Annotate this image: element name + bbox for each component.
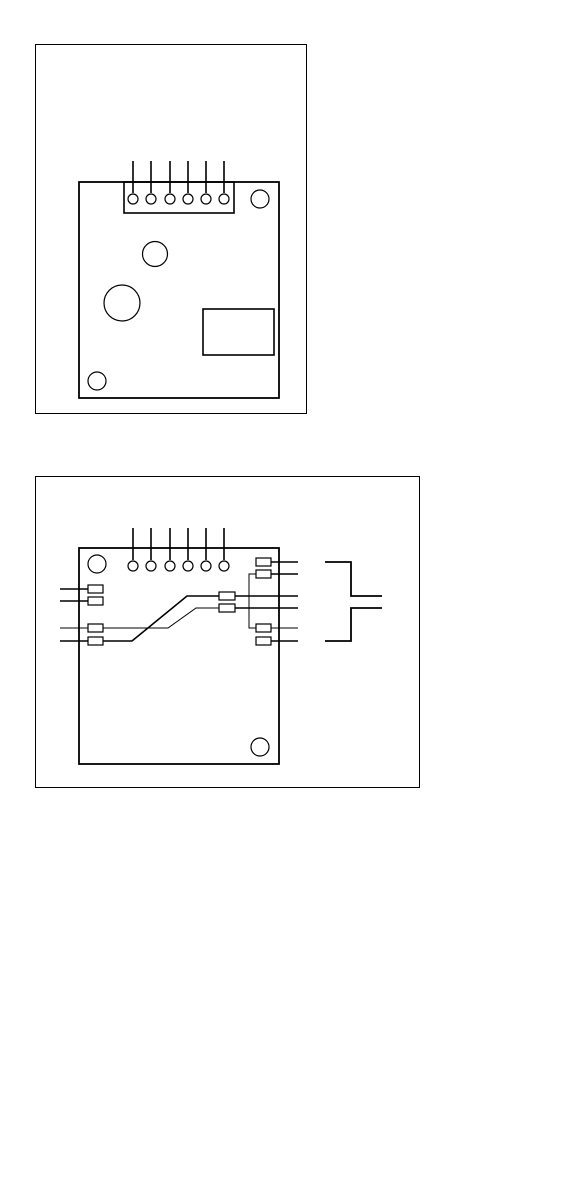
pin-6 — [219, 561, 229, 571]
pin-3 — [165, 561, 175, 571]
pin-1 — [128, 561, 138, 571]
crossing-traces — [103, 592, 298, 641]
resistor-mid-2 — [219, 604, 235, 612]
pin-5 — [201, 561, 211, 571]
pin-4 — [183, 561, 193, 571]
resistor-right-3 — [256, 624, 271, 632]
resistor-left-2 — [88, 597, 103, 605]
right-wires — [249, 558, 298, 645]
mounting-hole-top-left — [88, 555, 106, 573]
resistor-right-1 — [256, 558, 271, 566]
resistor-right-4 — [256, 637, 271, 645]
left-wires — [60, 585, 103, 645]
mounting-hole-bottom-right — [251, 738, 269, 756]
bottom-figure-drawing — [0, 0, 566, 800]
resistor-mid-1 — [219, 592, 235, 600]
resistor-left-1 — [88, 585, 103, 593]
resistor-right-2 — [256, 570, 271, 578]
pin-2 — [146, 561, 156, 571]
connector-pins-bottom — [128, 528, 229, 571]
resistor-left-3 — [88, 624, 103, 632]
wire-bundle-brace — [325, 562, 382, 641]
resistor-left-4 — [88, 637, 103, 645]
